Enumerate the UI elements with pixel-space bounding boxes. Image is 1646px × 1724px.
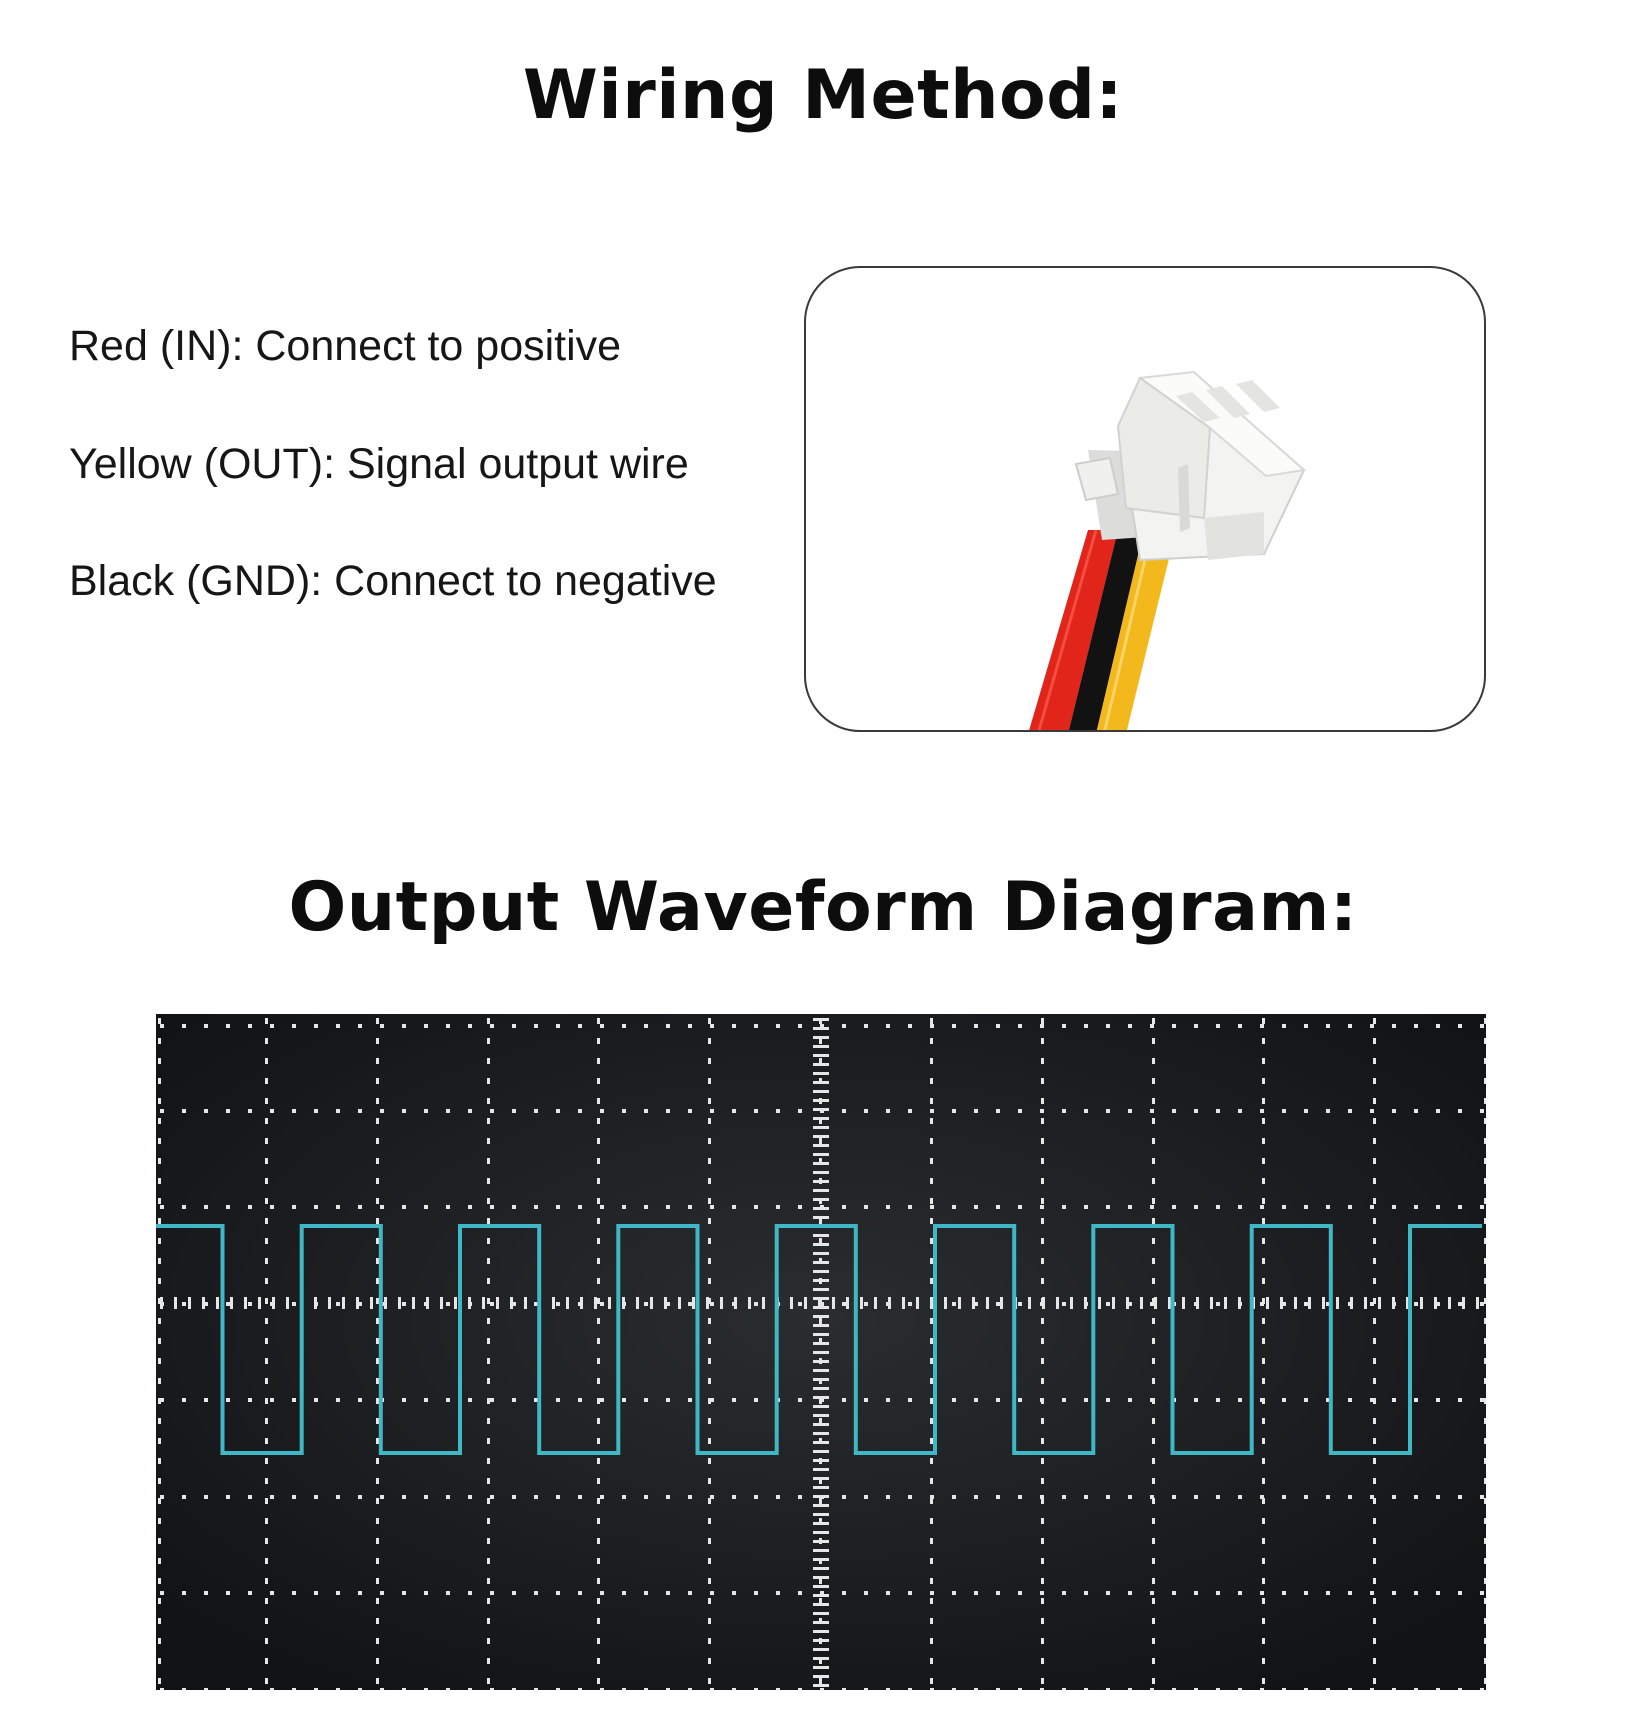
oscilloscope-display: [156, 1014, 1486, 1690]
wiring-method-title: Wiring Method:: [522, 56, 1124, 135]
connector-photo-frame: [804, 266, 1486, 732]
wire-red: [1029, 530, 1118, 730]
scope-grid: [158, 1018, 1486, 1690]
wire-black: [1068, 530, 1144, 730]
wire-bundle: [1029, 529, 1176, 730]
wire-black-label: Black (GND): Connect to negative: [69, 557, 717, 605]
wire-yellow-label: Yellow (OUT): Signal output wire: [69, 440, 689, 488]
connector-housing: [1074, 370, 1307, 562]
square-wave-trace: [156, 1224, 1482, 1455]
wire-red-label: Red (IN): Connect to positive: [69, 322, 622, 370]
connector-icon: [1029, 370, 1307, 730]
oscilloscope-screen: [156, 1014, 1486, 1690]
waveform-title: Output Waveform Diagram:: [288, 868, 1358, 947]
